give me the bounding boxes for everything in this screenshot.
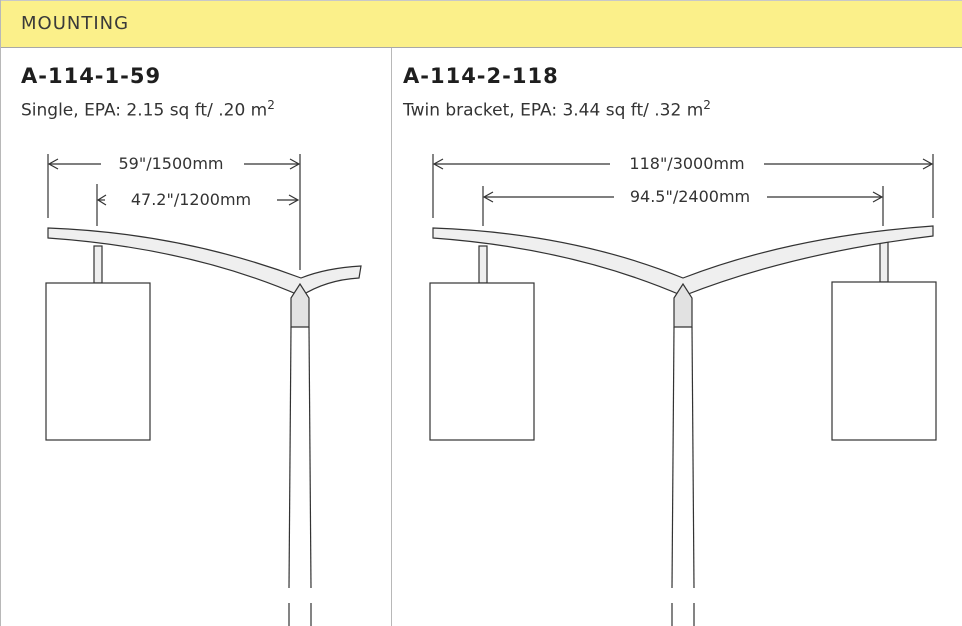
single-hanger-rod bbox=[93, 245, 103, 284]
single-pole-left-edge bbox=[288, 326, 292, 589]
twin-inner-arrow-right bbox=[872, 191, 884, 203]
single-description: Single, EPA: 2.15 sq ft/ .20 m2 bbox=[21, 98, 275, 121]
twin-hanger-rod-left bbox=[478, 245, 488, 284]
twin-epa-text: Twin bracket, EPA: 3.44 sq ft/ .32 m bbox=[403, 100, 704, 121]
twin-description: Twin bracket, EPA: 3.44 sq ft/ .32 m2 bbox=[403, 98, 711, 121]
twin-luminaire-right bbox=[831, 281, 937, 441]
section-title: MOUNTING bbox=[21, 13, 130, 34]
single-model-number: A-114-1-59 bbox=[21, 64, 162, 88]
single-inner-dimension-label: 47.2"/1200mm bbox=[131, 190, 251, 209]
single-mount-panel: A-114-1-59 Single, EPA: 2.15 sq ft/ .20 … bbox=[1, 48, 391, 626]
single-bracket-arm bbox=[47, 227, 362, 297]
twin-inner-dimension-label: 94.5"/2400mm bbox=[630, 187, 750, 206]
single-mount-drawing: 59"/1500mm 47.2"/1200mm bbox=[45, 154, 362, 626]
single-inner-arrow-right bbox=[288, 194, 300, 206]
single-pole-right-edge bbox=[308, 326, 312, 589]
twin-inner-arrow-left bbox=[482, 191, 494, 203]
twin-epa-superscript: 2 bbox=[703, 98, 711, 112]
twin-bracket-arm bbox=[432, 225, 934, 297]
single-pole-head bbox=[290, 282, 310, 328]
section-header: MOUNTING bbox=[1, 0, 962, 48]
twin-pole-right-edge bbox=[691, 326, 695, 589]
single-outer-arrow-left bbox=[47, 158, 59, 170]
twin-outer-dimension-label: 118"/3000mm bbox=[629, 154, 744, 173]
twin-model-number: A-114-2-118 bbox=[403, 64, 559, 88]
twin-mount-drawing: 118"/3000mm 94.5"/2400mm bbox=[429, 154, 937, 626]
twin-outer-arrow-left bbox=[432, 158, 444, 170]
twin-hanger-rod-right bbox=[879, 241, 889, 283]
single-epa-text: Single, EPA: 2.15 sq ft/ .20 m bbox=[21, 100, 268, 121]
twin-pole-head bbox=[673, 282, 693, 328]
twin-pole-left-edge bbox=[671, 326, 675, 589]
single-outer-dimension-label: 59"/1500mm bbox=[119, 154, 224, 173]
single-outer-arrow-right bbox=[289, 158, 301, 170]
single-luminaire bbox=[45, 282, 151, 441]
twin-mount-panel: A-114-2-118 Twin bracket, EPA: 3.44 sq f… bbox=[392, 48, 962, 626]
single-epa-superscript: 2 bbox=[267, 98, 275, 112]
twin-luminaire-left bbox=[429, 282, 535, 441]
twin-outer-arrow-right bbox=[922, 158, 934, 170]
panel-divider bbox=[391, 48, 392, 626]
